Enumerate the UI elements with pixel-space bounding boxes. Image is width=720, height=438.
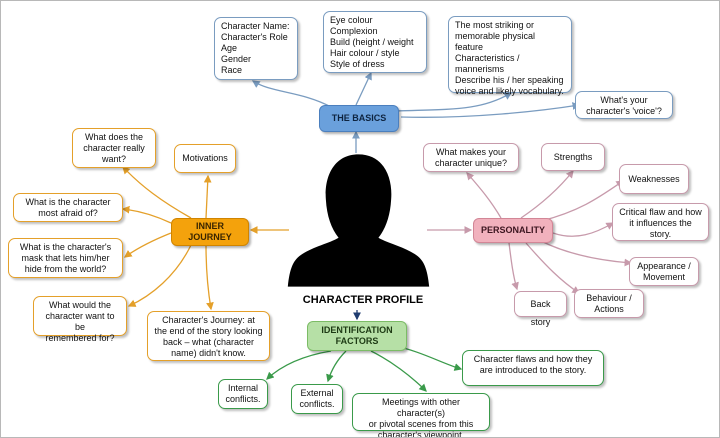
inner-item-mask[interactable]: What is the character's mask that lets h… (8, 238, 123, 278)
link-personality-item-5 (540, 240, 633, 267)
link-ident-item-2 (326, 350, 347, 383)
inner-item-want[interactable]: What does the character really want? (72, 128, 156, 168)
link-ident-item-1 (266, 350, 332, 380)
link-inner-item-4 (123, 232, 172, 258)
link-personality-item-6 (525, 242, 581, 294)
basics-item-identity[interactable]: Character Name: Character's Role Age Gen… (214, 17, 298, 80)
personality-item-appearance-movement[interactable]: Appearance / Movement (629, 257, 699, 286)
identification-item-flaws[interactable]: Character flaws and how they are introdu… (462, 350, 604, 386)
personality-item-weaknesses[interactable]: Weaknesses (619, 164, 689, 194)
link-inner-item-5 (127, 244, 192, 307)
inner-item-journey[interactable]: Character's Journey: at the end of the s… (147, 311, 270, 361)
link-personality-item-3 (540, 180, 625, 222)
link-ident-item-3 (370, 350, 427, 392)
link-inner-item-3 (121, 205, 172, 224)
personality-item-strengths[interactable]: Strengths (541, 143, 605, 171)
link-personality-item-7 (508, 242, 519, 291)
link-basics-item-2 (355, 71, 372, 106)
link-basics-item-1 (251, 80, 332, 108)
personality-item-back-story[interactable]: Back story (514, 291, 567, 327)
hub-inner-journey[interactable]: INNER JOURNEY (171, 218, 249, 246)
inner-item-motivations[interactable]: Motivations (174, 144, 236, 173)
character-silhouette-icon (287, 154, 430, 287)
basics-item-features[interactable]: The most striking or memorable physical … (448, 16, 572, 96)
personality-item-behaviour-actions[interactable]: Behaviour / Actions (574, 289, 644, 318)
central-title: CHARACTER PROFILE (302, 294, 424, 306)
link-inner-item-6 (205, 244, 214, 311)
hub-the-basics[interactable]: THE BASICS (319, 105, 399, 132)
link-basics-item-4 (400, 102, 581, 118)
link-personality-item-4 (552, 222, 615, 237)
link-personality-item-2 (520, 169, 574, 219)
link-personality-item-1 (466, 172, 502, 219)
personality-item-unique[interactable]: What makes your character unique? (423, 143, 519, 172)
hub-personality[interactable]: PERSONALITY (473, 218, 553, 243)
hub-identification-factors[interactable]: IDENTIFICATION FACTORS (307, 321, 407, 351)
personality-item-critical-flaw[interactable]: Critical flaw and how it influences the … (612, 203, 709, 241)
identification-item-meetings[interactable]: Meetings with other character(s) or pivo… (352, 393, 490, 437)
inner-item-afraid[interactable]: What is the character most afraid of? (13, 193, 123, 222)
basics-item-voice[interactable]: What's your character's 'voice'? (575, 91, 673, 119)
basics-item-appearance[interactable]: Eye colour Complexion Build (height / we… (323, 11, 427, 73)
identification-item-external[interactable]: External conflicts. (291, 384, 343, 414)
link-inner-item-1 (122, 166, 192, 219)
link-basics-item-3 (395, 92, 513, 112)
link-inner-item-2 (203, 174, 212, 219)
identification-item-internal[interactable]: Internal conflicts. (218, 379, 268, 409)
inner-item-remembered[interactable]: What would the character want to be reme… (33, 296, 127, 343)
